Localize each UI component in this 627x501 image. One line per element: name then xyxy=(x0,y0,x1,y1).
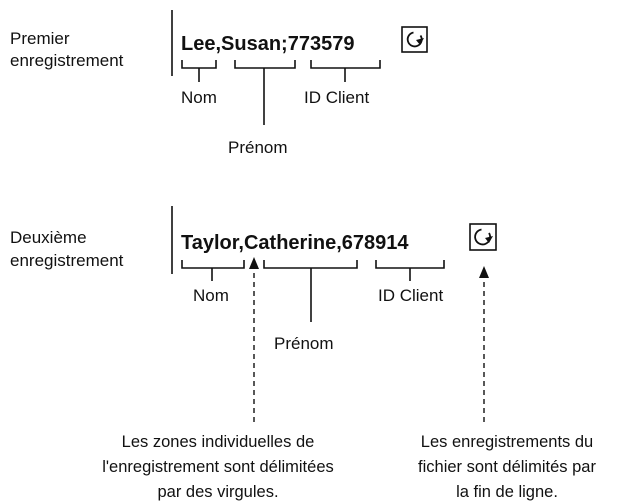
record-2-side-label-line1: Deuxième xyxy=(10,228,87,247)
record-2-eol-icon xyxy=(469,223,497,251)
comma-note-line2: l'enregistrement sont délimitées xyxy=(102,458,334,476)
record-2-label-id: ID Client xyxy=(378,286,443,305)
record-2-label-nom: Nom xyxy=(193,286,229,305)
record-2-group: Deuxième enregistrement Taylor,Catherine… xyxy=(10,206,497,422)
record-1-bracket-prenom xyxy=(234,60,296,69)
comma-arrowhead xyxy=(249,257,259,269)
record-1-label-nom: Nom xyxy=(181,88,217,107)
comma-note: Les zones individuelles de l'enregistrem… xyxy=(102,433,334,501)
record-1-bracket-nom xyxy=(181,60,217,69)
eol-note: Les enregistrements du fichier sont déli… xyxy=(418,433,596,501)
eol-note-line2: fichier sont délimités par xyxy=(418,458,596,476)
record-1-bracket-id xyxy=(310,60,381,69)
eol-note-line3: la fin de ligne. xyxy=(456,483,558,501)
record-1-group: Premier enregistrement Lee,Susan;773579 … xyxy=(10,10,428,157)
record-2-side-label-line2: enregistrement xyxy=(10,251,124,270)
record-2-bracket-id xyxy=(375,260,445,269)
record-2-text: Taylor,Catherine,678914 xyxy=(181,232,409,254)
record-2-label-prenom: Prénom xyxy=(274,334,334,353)
record-1-side-label-line2: enregistrement xyxy=(10,51,124,70)
record-1-eol-icon xyxy=(401,26,428,53)
comma-note-line1: Les zones individuelles de xyxy=(122,433,315,451)
eol-note-line1: Les enregistrements du xyxy=(421,433,593,451)
record-2-bracket-prenom xyxy=(263,260,358,269)
record-1-label-prenom: Prénom xyxy=(228,138,288,157)
comma-note-line3: par des virgules. xyxy=(157,483,278,501)
eol-arrowhead xyxy=(479,266,489,278)
record-1-text: Lee,Susan;773579 xyxy=(181,33,354,55)
record-1-side-label-line1: Premier xyxy=(10,29,70,48)
record-1-label-id: ID Client xyxy=(304,88,369,107)
record-2-bracket-nom xyxy=(181,260,245,269)
